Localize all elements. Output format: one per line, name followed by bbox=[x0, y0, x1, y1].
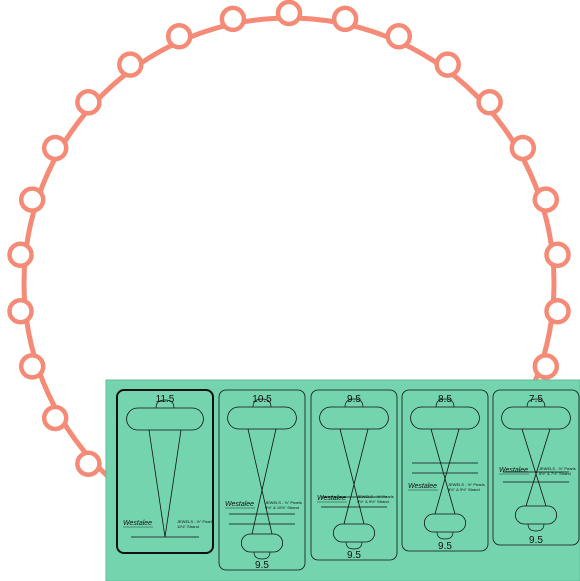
strand-description: 11½" Strand bbox=[177, 524, 199, 529]
top-connector bbox=[155, 399, 175, 409]
ruler-card-outline bbox=[401, 389, 489, 552]
ruler-card-outline bbox=[310, 389, 398, 561]
bottom-size-label: 9.5 bbox=[529, 535, 543, 546]
scallop-loop bbox=[331, 5, 359, 33]
scallop-loop bbox=[75, 450, 102, 477]
scallop-loop bbox=[75, 89, 102, 116]
scallop-loop bbox=[476, 89, 503, 116]
bottom-connector bbox=[436, 531, 454, 540]
scallop-loop bbox=[165, 23, 193, 50]
scallop-loop bbox=[275, 0, 303, 27]
top-pearl-guide bbox=[126, 407, 204, 431]
scallop-loop bbox=[544, 241, 571, 269]
top-size-label: 10.5 bbox=[252, 394, 272, 405]
strand-guide-lines bbox=[430, 428, 460, 515]
top-size-label: 8.5 bbox=[438, 394, 452, 405]
scallop-loop bbox=[532, 353, 560, 380]
ruler-panel-background bbox=[105, 379, 580, 581]
bottom-connector bbox=[527, 523, 545, 532]
product-description: JEWELS - ½" Pearls bbox=[357, 494, 394, 499]
scallop-loop bbox=[385, 23, 413, 50]
scallop-loop bbox=[544, 297, 571, 325]
top-connector bbox=[344, 398, 364, 408]
brand-logo: Westalee bbox=[499, 467, 528, 474]
brand-logo: Westalee bbox=[123, 520, 152, 527]
scallop-loop bbox=[7, 241, 34, 269]
top-pearl-guide bbox=[501, 406, 571, 430]
bottom-pearl-guide bbox=[514, 505, 558, 525]
top-pearl-guide bbox=[227, 406, 297, 430]
scallop-loop bbox=[41, 404, 69, 432]
strand-description: 9½" & 10½" Strand bbox=[265, 505, 299, 510]
ruler-card-outline bbox=[218, 389, 306, 571]
scallop-loop bbox=[41, 134, 69, 162]
strand-description: 8½" & 9½" Strand bbox=[448, 487, 480, 492]
bottom-connector bbox=[345, 541, 363, 550]
bottom-size-label: 9.5 bbox=[255, 560, 269, 571]
scallop-loop bbox=[532, 186, 560, 213]
top-connector bbox=[435, 398, 455, 408]
top-size-label: 7.5 bbox=[529, 394, 543, 405]
product-description: JEWELS - ½" Pearls bbox=[539, 466, 576, 471]
top-connector bbox=[252, 398, 272, 408]
scallop-loop bbox=[18, 186, 46, 213]
bottom-pearl-guide bbox=[423, 513, 467, 533]
scallop-loop bbox=[434, 51, 461, 78]
strand-guide-lines bbox=[247, 428, 277, 535]
bottom-pearl-guide bbox=[240, 533, 284, 553]
bottom-connector bbox=[253, 551, 271, 560]
top-size-label: 9.5 bbox=[347, 394, 361, 405]
bottom-size-label: 9.5 bbox=[438, 541, 452, 552]
ruler-card-outline-selected bbox=[116, 389, 214, 554]
scallop-loop bbox=[509, 134, 537, 162]
strand-description: 6½" & 7½" Strand bbox=[539, 471, 571, 476]
top-connector bbox=[526, 398, 546, 408]
brand-logo: Westalee bbox=[225, 501, 254, 508]
top-pearl-guide bbox=[410, 406, 480, 430]
product-description: JEWELS - ½" Pearls bbox=[448, 482, 485, 487]
brand-logo: Westalee bbox=[408, 483, 437, 490]
ruler-card-outline bbox=[492, 389, 580, 546]
bottom-size-label: 9.5 bbox=[347, 550, 361, 561]
brand-logo: Westalee bbox=[317, 495, 346, 502]
product-description: JEWELS - ½" Pearls bbox=[177, 519, 214, 524]
product-description: JEWELS - ½" Pearls bbox=[265, 500, 302, 505]
scallop-loop bbox=[117, 51, 144, 78]
bottom-pearl-guide bbox=[332, 523, 376, 543]
top-size-label: 11.5 bbox=[156, 394, 175, 405]
scallop-loop bbox=[7, 297, 34, 325]
strand-guide-lines bbox=[521, 428, 551, 507]
scallop-loop bbox=[219, 5, 247, 33]
top-pearl-guide bbox=[319, 406, 389, 430]
scallop-loop bbox=[18, 353, 46, 380]
strand-guide-lines bbox=[339, 428, 369, 525]
strand-description: 9½" & 9½" Strand bbox=[357, 499, 389, 504]
